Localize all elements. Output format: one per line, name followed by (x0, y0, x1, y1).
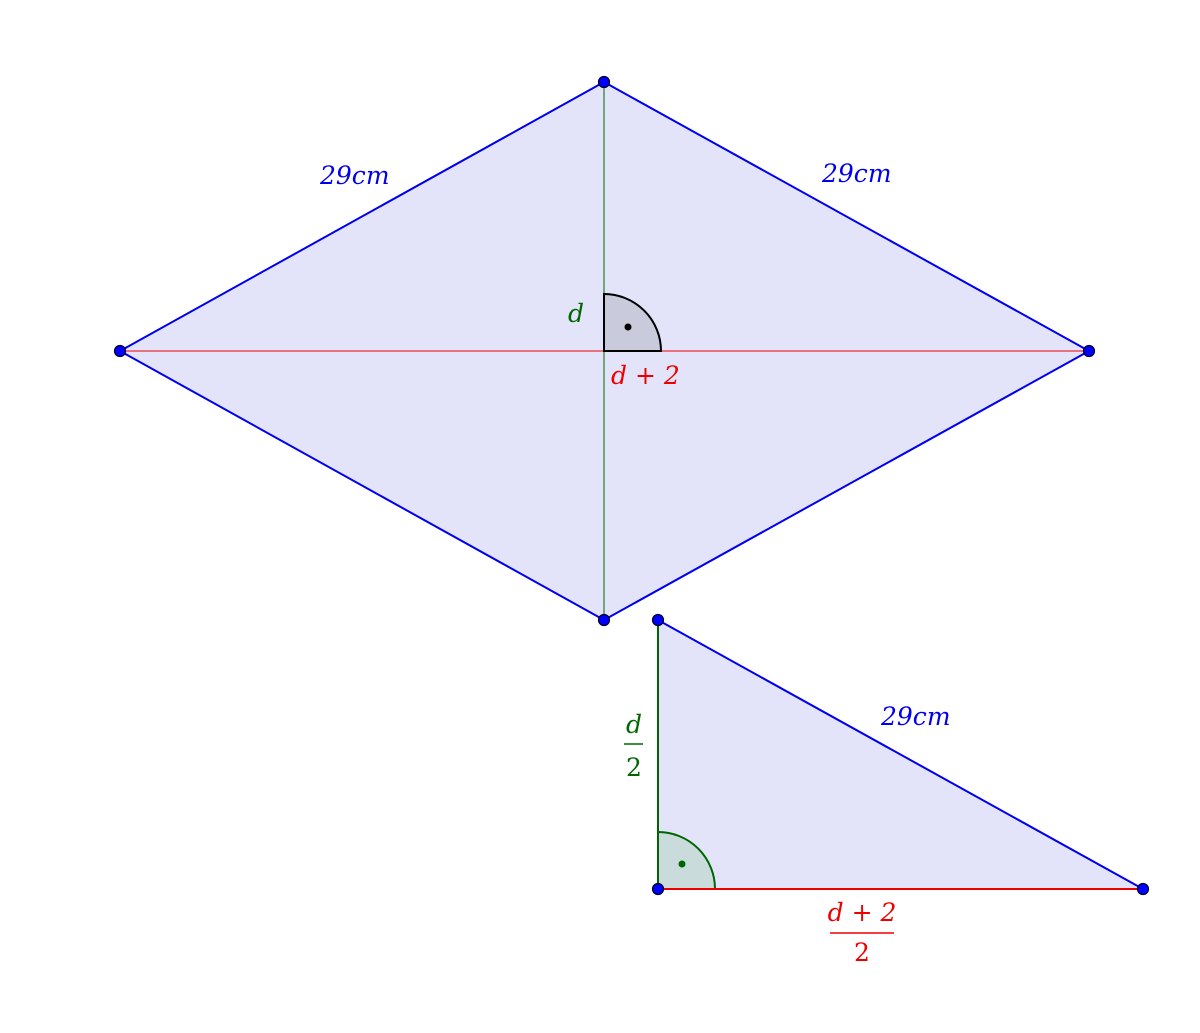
triangle-leg-horizontal-label: d + 2 2 (828, 898, 897, 967)
rhombus-vertex-left (113, 344, 127, 358)
rhombus-diagonal-label-d-plus-2: d + 2 (611, 361, 680, 390)
right-triangle: 29cm d 2 d + 2 2 (624, 613, 1150, 967)
triangle-vertex-right-angle (651, 882, 665, 896)
fraction-numerator-d-plus-2: d + 2 (828, 898, 897, 927)
rhombus: 29cm 29cm d d + 2 (113, 75, 1096, 627)
triangle-leg-vertical-label: d 2 (624, 710, 643, 782)
rhombus-vertex-right (1082, 344, 1096, 358)
triangle-hypotenuse-label: 29cm (880, 702, 951, 731)
fraction-denominator-2: 2 (854, 938, 870, 967)
rhombus-side-label-left: 29cm (319, 161, 390, 190)
triangle-right-angle-marker (657, 830, 717, 890)
rhombus-diagonal-label-d: d (568, 299, 584, 328)
rhombus-right-angle-marker (603, 292, 663, 352)
rhombus-right-angle-dot (624, 323, 632, 331)
triangle-vertex-right (1136, 882, 1150, 896)
triangle-right-angle-dot (678, 860, 686, 868)
triangle-hypotenuse (657, 619, 1144, 890)
triangle-vertex-top (651, 613, 665, 627)
rhombus-vertex-top (597, 75, 611, 89)
rhombus-side-label-right: 29cm (821, 159, 892, 188)
rhombus-vertex-bottom (597, 613, 611, 627)
fraction-denominator-2: 2 (626, 753, 642, 782)
fraction-numerator-d: d (626, 710, 642, 739)
